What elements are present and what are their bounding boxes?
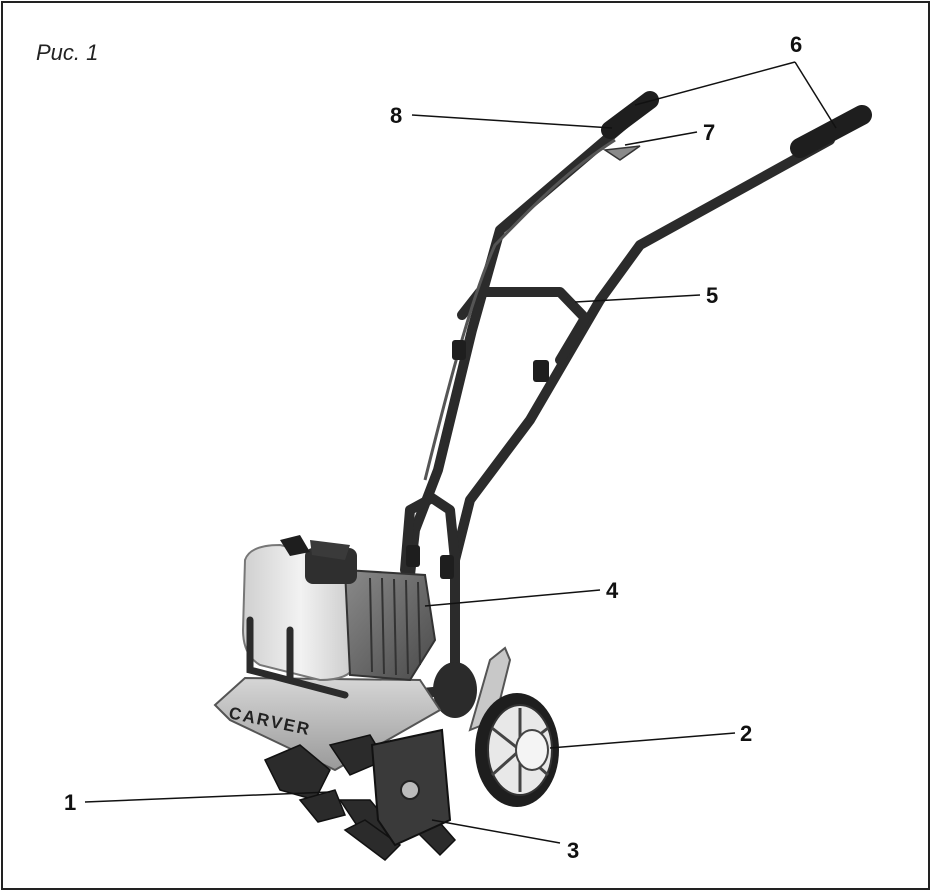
figure-label: Рис. 1 [36, 40, 99, 65]
callout-8: 8 [390, 103, 402, 128]
fuel-cap [280, 535, 310, 556]
throttle-cable [423, 138, 616, 481]
leader-lines [84, 61, 837, 844]
frame-knob-left [406, 545, 420, 567]
callout-3: 3 [567, 838, 579, 863]
callout-6: 6 [790, 32, 802, 57]
callout-2: 2 [740, 721, 752, 746]
callout-1: 1 [64, 790, 76, 815]
engine-top-handle [310, 540, 350, 560]
callout-7: 7 [703, 120, 715, 145]
front-wheel [475, 693, 559, 807]
rear-wheel [433, 662, 477, 718]
throttle-lever [602, 145, 641, 161]
handlebar-frame [340, 110, 835, 705]
tine-hub-bolt [400, 780, 420, 800]
callout-5: 5 [706, 283, 718, 308]
engine-cylinder [343, 568, 437, 682]
cooling-fins [369, 577, 421, 676]
handle-grips [601, 91, 872, 158]
callout-4: 4 [606, 578, 619, 603]
tine-guard [213, 676, 442, 772]
engine [241, 535, 437, 699]
adjust-knob-left [452, 340, 466, 360]
frame-knob-right [440, 555, 454, 579]
adjust-knob-right [533, 360, 549, 382]
